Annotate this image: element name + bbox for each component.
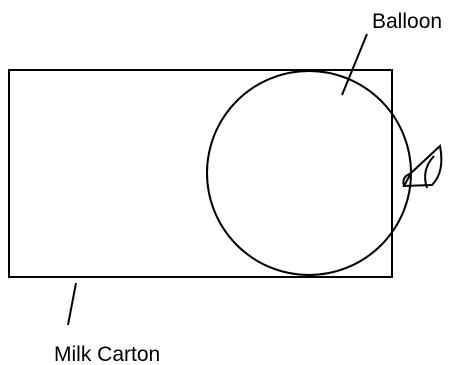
milk-carton-label: Milk Carton <box>54 343 160 365</box>
milk-carton-leader-line <box>68 283 76 325</box>
milk-carton-rectangle <box>9 70 392 277</box>
balloon-circle <box>207 71 411 275</box>
balloon-label: Balloon <box>372 10 442 33</box>
